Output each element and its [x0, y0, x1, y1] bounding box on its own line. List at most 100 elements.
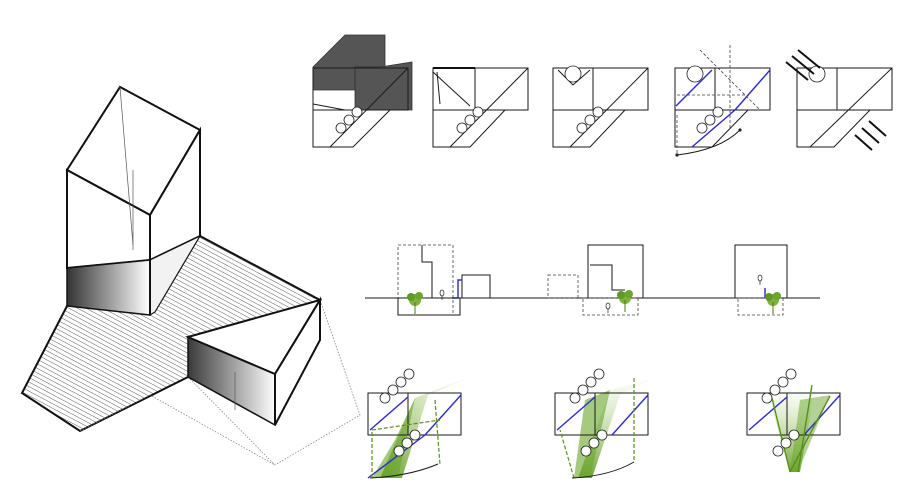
plan-step-5 [785, 49, 893, 151]
stair-circle [393, 445, 405, 457]
person-figure [439, 289, 445, 300]
arc-endpoint [675, 153, 679, 157]
view-tick [868, 120, 887, 137]
plan-sequence [312, 34, 893, 157]
stair-circle [379, 392, 391, 404]
plan-outline [796, 67, 893, 111]
circulation-section [452, 279, 462, 299]
section-wall [421, 245, 433, 298]
stair-circle [592, 106, 604, 118]
section-sequence [365, 244, 820, 316]
stair-circle [593, 368, 605, 380]
wing-end-face [274, 296, 321, 426]
person-figure [757, 274, 763, 285]
tree [407, 292, 423, 314]
circulation-line [748, 396, 788, 431]
stair-circle [580, 445, 592, 457]
plan-lower-outline [552, 109, 626, 148]
view-tick [797, 49, 821, 69]
arc-endpoint-2 [738, 128, 742, 132]
circulation-line-3 [691, 109, 736, 148]
lower-volume-dashed [582, 297, 639, 316]
tree [617, 290, 633, 312]
plan-lower-outline [674, 109, 749, 148]
view-ray-dashed-3 [434, 399, 441, 466]
section-volume [461, 274, 491, 298]
plan-step-3 [552, 65, 649, 148]
volume-dashed [397, 244, 454, 316]
swing-arc [676, 129, 741, 156]
stair-circle [712, 106, 724, 118]
circulation-line-2 [611, 394, 649, 436]
circulation-line [369, 396, 409, 431]
circulation-line-2 [803, 394, 841, 436]
axonometric-massing [20, 85, 361, 466]
stair-circle [588, 437, 600, 449]
circulation-line [675, 69, 713, 107]
turn-circle [564, 65, 582, 83]
section-3 [734, 244, 788, 316]
solid-massing-2 [354, 61, 413, 111]
ground-outline-dotted-2 [79, 394, 276, 466]
stair-circle [409, 429, 421, 441]
plan-step-1 [312, 34, 413, 148]
plan-lower-outline [796, 109, 871, 148]
stair-circle [472, 106, 484, 118]
roof-fold [557, 69, 591, 86]
lower-volume [397, 297, 461, 316]
diagonal [449, 67, 529, 148]
section-volume [734, 244, 788, 299]
plan-step-2 [432, 67, 529, 148]
stair-circle [704, 114, 716, 126]
stair-circle [780, 437, 792, 449]
circulation-line-2 [424, 394, 462, 436]
view-tick [791, 55, 815, 75]
stair-circle [577, 384, 589, 396]
view-ray [771, 397, 791, 473]
swing-arc [369, 463, 439, 479]
turn-circle [686, 65, 704, 83]
section-2 [582, 244, 644, 316]
plan-step-4 [674, 45, 771, 157]
view-plan-sequence [367, 368, 841, 479]
neighbor-volume-dashed [547, 274, 579, 299]
stair-circle [569, 392, 581, 404]
view-tick [854, 134, 873, 151]
room-line [312, 103, 346, 111]
view-ray-2 [789, 395, 831, 473]
section-wall [590, 264, 625, 291]
view-plan-2 [554, 368, 655, 479]
view-ray-dashed-2 [559, 429, 575, 479]
diagonal [329, 67, 409, 148]
ground-outline-dotted [187, 299, 361, 466]
swing-arc [571, 461, 635, 479]
stair-circle [351, 106, 363, 118]
plan-lower-outline [432, 109, 506, 148]
stair-circle [464, 114, 476, 126]
stair-circle [696, 122, 708, 134]
stair-circle [769, 384, 781, 396]
plan-lower-outline [312, 109, 391, 148]
fold-line-2 [436, 71, 441, 105]
circulation-line [556, 396, 596, 431]
view-plan-1 [367, 368, 475, 479]
stair-circle [401, 437, 413, 449]
section-1 [397, 244, 491, 316]
turn-circle [808, 65, 826, 83]
stair-circle [788, 429, 800, 441]
view-cone [578, 378, 655, 478]
plan-outline [432, 67, 529, 111]
stair-circle [335, 122, 347, 134]
stair-circle [343, 114, 355, 126]
stair-circle [596, 429, 608, 441]
lower-volume-dashed [737, 297, 784, 316]
stair-circle [584, 114, 596, 126]
view-ray-dashed-2 [371, 419, 441, 431]
stair-circle [777, 376, 789, 388]
view-cone-secondary [574, 390, 610, 478]
tower-ridge-line [119, 86, 134, 246]
stair-circle [456, 122, 468, 134]
stair-circle [403, 368, 415, 380]
